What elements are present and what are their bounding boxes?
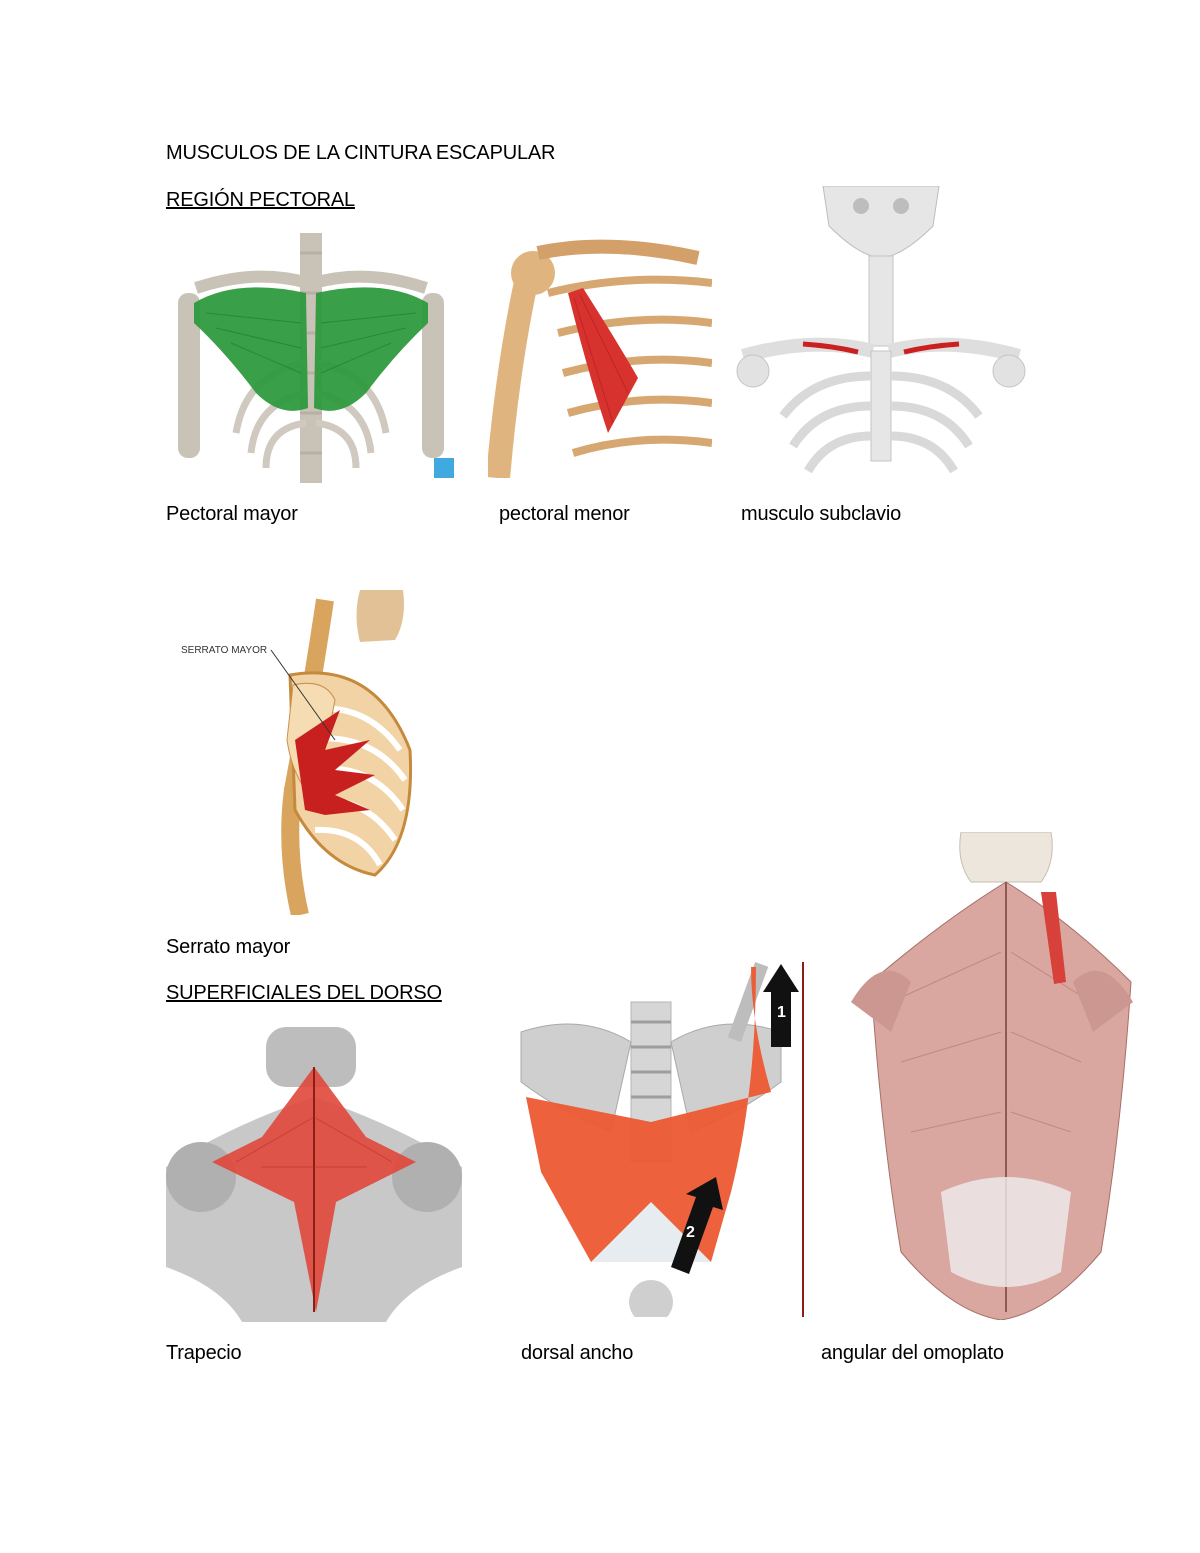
figure-pectoral-mayor: [166, 233, 456, 483]
arrow-2-icon: [671, 1177, 723, 1274]
caption-trapecio: Trapecio: [166, 1342, 242, 1364]
angular-omoplato-illustration: [851, 832, 1133, 1320]
caption-angular-omoplato: angular del omoplato: [821, 1342, 1004, 1364]
pectoral-menor-illustration: [488, 233, 712, 478]
dorsal-ancho-illustration: 1 2: [501, 962, 805, 1317]
document-title: MUSCULOS DE LA CINTURA ESCAPULAR: [166, 142, 556, 164]
figure-dorsal-ancho: 1 2: [501, 962, 805, 1317]
arrow-1-label: 1: [777, 1004, 786, 1021]
figure-serrato-mayor: SERRATO MAYOR: [175, 590, 420, 915]
serrato-mayor-illustration: SERRATO MAYOR: [175, 590, 420, 915]
caption-dorsal-ancho: dorsal ancho: [521, 1342, 634, 1364]
section-heading-pectoral: REGIÓN PECTORAL: [166, 189, 355, 211]
pectoral-mayor-illustration: [166, 233, 456, 483]
serrato-mayor-label: SERRATO MAYOR: [181, 645, 267, 656]
figure-angular-omoplato: [851, 832, 1133, 1320]
subclavio-illustration: [733, 186, 1029, 480]
section-heading-dorso: SUPERFICIALES DEL DORSO: [166, 982, 442, 1004]
arrow-1-icon: [763, 964, 799, 1047]
caption-pectoral-mayor: Pectoral mayor: [166, 503, 298, 525]
figure-trapecio: [166, 1027, 462, 1322]
caption-musculo-subclavio: musculo subclavio: [741, 503, 902, 525]
figure-pectoral-menor: [488, 233, 712, 478]
caption-pectoral-menor: pectoral menor: [499, 503, 630, 525]
trapecio-illustration: [166, 1027, 462, 1322]
caption-serrato-mayor: Serrato mayor: [166, 936, 291, 958]
figure-musculo-subclavio: [733, 186, 1029, 480]
arrow-2-label: 2: [686, 1224, 695, 1241]
